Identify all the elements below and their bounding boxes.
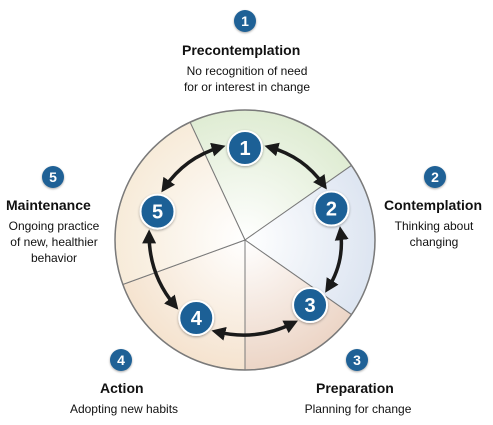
- stage-3-description-line-1: Planning for change: [304, 402, 412, 416]
- cycle-arrow-1-to-2: [264, 142, 327, 190]
- stage-5-number-badge: 5: [42, 166, 64, 188]
- stage-4-title: Action: [100, 380, 144, 396]
- stage-1-description-line-2: for or interest in change: [183, 80, 311, 94]
- stage-3-number-badge: 3: [346, 349, 368, 371]
- inner-badge-number-4: 4: [191, 308, 203, 330]
- inner-badge-circle-2: [313, 190, 350, 227]
- stage-1-description-line-1: No recognition of need: [186, 64, 308, 78]
- inner-badge-number-2: 2: [326, 199, 337, 221]
- inner-badge-number-5: 5: [152, 202, 163, 224]
- inner-badge-number-3: 3: [304, 295, 315, 317]
- stage-2-description-line-2: changing: [409, 235, 459, 249]
- stage-2-title: Contemplation: [384, 197, 482, 213]
- inner-badge-circle-4: [178, 300, 215, 337]
- inner-badge-circle-1: [227, 130, 263, 166]
- stage-5-description-line-1: Ongoing practice: [8, 219, 100, 233]
- stage-5-title: Maintenance: [6, 197, 91, 213]
- inner-badge-circle-5: [139, 193, 176, 230]
- stage-5-description-line-2: of new, healthier: [10, 235, 98, 249]
- inner-badge-number-1: 1: [239, 138, 250, 160]
- cycle-arrow-5-to-1: [161, 142, 226, 193]
- cycle-arrow-4-to-5: [142, 229, 179, 310]
- cycle-arrow-2-to-3: [325, 226, 349, 293]
- wheel-rim: [114, 109, 376, 371]
- stage-2-number-badge: 2: [424, 166, 446, 188]
- stage-4-number-badge: 4: [110, 349, 132, 371]
- stage-3-title: Preparation: [316, 380, 394, 396]
- stage-2-description-line-1: Thinking about: [394, 219, 474, 233]
- inner-badge-circle-3: [292, 287, 329, 324]
- stage-4-description-line-1: Adopting new habits: [69, 402, 179, 416]
- stage-5-description-line-3: behavior: [30, 251, 78, 265]
- stage-1-title: Precontemplation: [182, 42, 301, 58]
- cycle-arrow-3-to-4: [211, 320, 299, 341]
- stage-1-number-badge: 1: [234, 10, 256, 32]
